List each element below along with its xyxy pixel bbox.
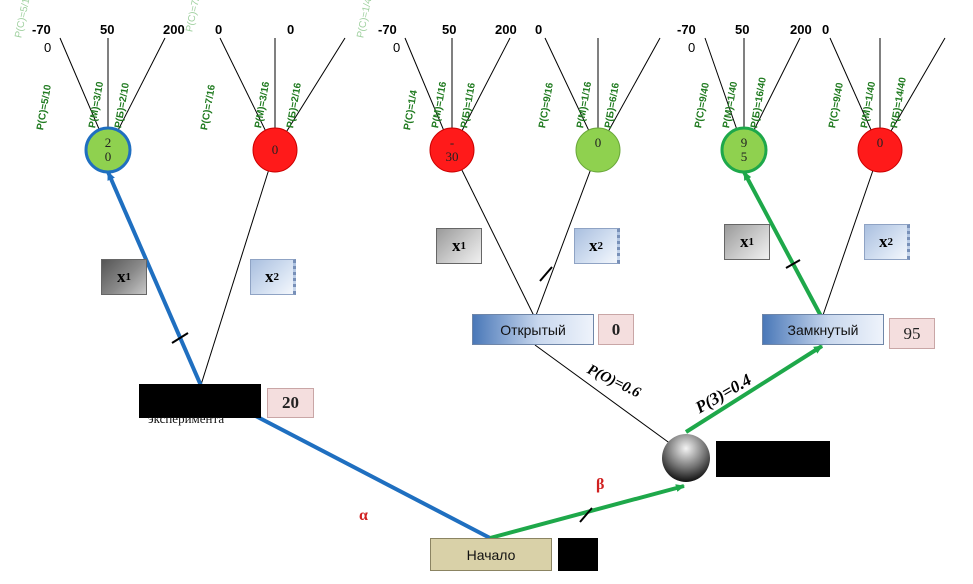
experiment-value: 20 bbox=[267, 388, 314, 418]
outcome-node-6 bbox=[857, 127, 903, 173]
decision-label: x bbox=[265, 267, 274, 286]
experiment-box bbox=[139, 384, 261, 418]
decision-subscript: 2 bbox=[597, 240, 604, 252]
payoff-label: 0 bbox=[822, 22, 830, 37]
decision-subscript: 2 bbox=[887, 236, 894, 248]
node-value: 9 5 bbox=[740, 135, 748, 164]
green-path-to-chance bbox=[489, 484, 685, 540]
green-path-to-node-5 bbox=[742, 171, 824, 319]
experiment-label: эксперимента bbox=[148, 411, 225, 426]
outcome-node-4 bbox=[575, 127, 621, 173]
open-value: 0 bbox=[598, 314, 634, 345]
closed-box: Замкнутый bbox=[762, 314, 884, 345]
node-value: 0 bbox=[876, 135, 884, 150]
payoff-label: -70 bbox=[378, 22, 397, 37]
decision-label: x bbox=[879, 232, 888, 251]
decision-label: x bbox=[740, 232, 749, 251]
decision-subscript: 2 bbox=[273, 271, 280, 283]
node-value: 2 0 bbox=[104, 135, 112, 164]
payoff-label: 0 bbox=[287, 22, 295, 37]
closed-value: 95 bbox=[889, 318, 935, 349]
decision-label: x bbox=[589, 236, 598, 255]
chance-node bbox=[662, 434, 710, 482]
decision-subscript: 1 bbox=[125, 271, 132, 283]
payoff-label: 0 bbox=[215, 22, 223, 37]
payoff-label: 50 bbox=[735, 22, 750, 37]
node-value: 0 bbox=[594, 135, 602, 150]
payoff-label: -70 bbox=[32, 22, 51, 37]
payoff-label: 0 bbox=[44, 40, 52, 55]
chance-label-box bbox=[716, 441, 830, 477]
outcome-node-5 bbox=[720, 126, 768, 174]
payoff-label: 200 bbox=[163, 22, 185, 37]
payoff-label: 0 bbox=[688, 40, 696, 55]
payoff-label: -70 bbox=[677, 22, 696, 37]
decision-subscript: 1 bbox=[460, 240, 467, 252]
alpha-label: α bbox=[359, 507, 368, 524]
cut-marks bbox=[171, 259, 801, 523]
green-path-to-closed bbox=[684, 344, 824, 434]
decision-subscript: 1 bbox=[748, 236, 755, 248]
payoff-label: 50 bbox=[100, 22, 115, 37]
node-value: - 30 bbox=[445, 135, 459, 164]
payoff-label: 0 bbox=[393, 40, 401, 55]
payoff-label: 200 bbox=[495, 22, 517, 37]
payoff-label: 200 bbox=[790, 22, 812, 37]
blue-path-to-node-1 bbox=[106, 171, 204, 389]
outcome-node-2 bbox=[252, 127, 298, 173]
payoff-label: 0 bbox=[535, 22, 543, 37]
outcome-node-3 bbox=[429, 127, 475, 173]
beta-label: β bbox=[596, 476, 605, 493]
decision-label: x bbox=[117, 267, 126, 286]
start-redacted-box bbox=[558, 538, 598, 571]
decision-label: x bbox=[452, 236, 461, 255]
payoff-label: 50 bbox=[442, 22, 457, 37]
outcome-node-1 bbox=[84, 126, 132, 174]
open-box: Открытый bbox=[472, 314, 594, 345]
node-value: 0 bbox=[271, 142, 279, 157]
start-box: Начало bbox=[430, 538, 552, 571]
